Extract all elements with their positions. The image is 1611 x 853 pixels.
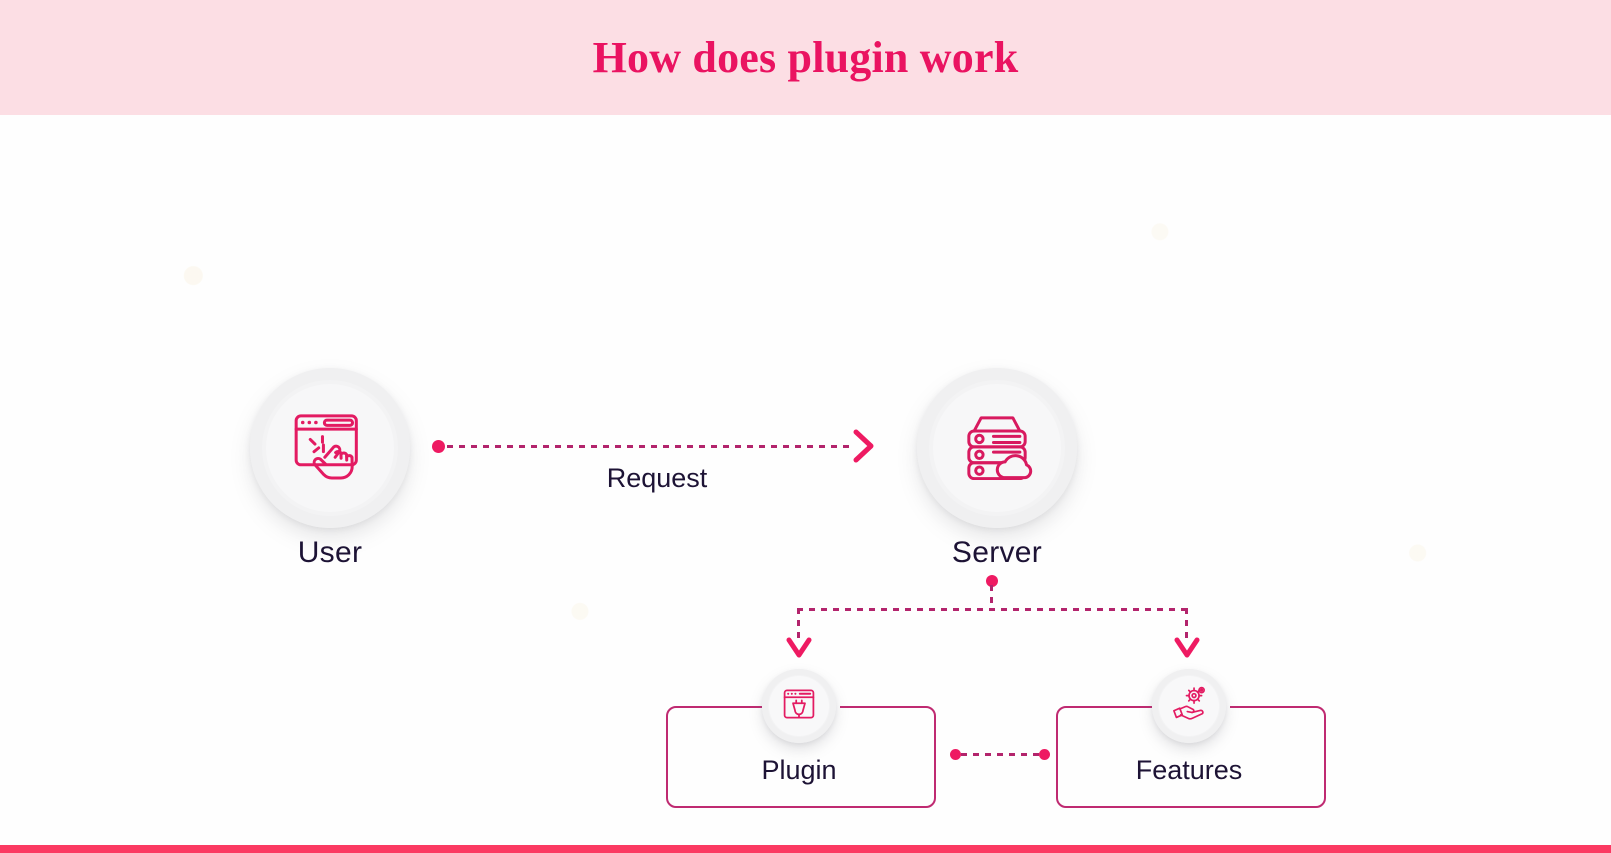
chevron-right-icon xyxy=(852,428,876,464)
hand-gears-icon xyxy=(1168,683,1210,730)
node-user[interactable]: User xyxy=(250,368,410,569)
request-connector-start-dot xyxy=(432,440,445,453)
branch-connector-start-dot xyxy=(986,575,998,587)
node-server-circle xyxy=(917,368,1077,528)
node-server[interactable]: Server xyxy=(917,368,1077,569)
node-server-label: Server xyxy=(951,536,1043,569)
request-connector-label: Request xyxy=(606,463,708,493)
plugin-features-link-line xyxy=(961,753,1040,756)
browser-plug-icon xyxy=(779,684,819,729)
page-banner: How does plugin work xyxy=(0,0,1611,115)
browser-click-hand-icon xyxy=(283,399,377,498)
chevron-down-icon-plugin xyxy=(786,637,812,659)
node-user-inner xyxy=(266,384,394,512)
node-features-badge-inner xyxy=(1159,676,1219,736)
node-plugin-badge-inner xyxy=(769,676,829,736)
server-rack-cloud-icon xyxy=(953,402,1041,495)
branch-connector-stem xyxy=(990,585,993,610)
node-user-circle xyxy=(250,368,410,528)
diagram-canvas: User xyxy=(0,115,1611,845)
node-features-label: Features xyxy=(1135,755,1243,785)
node-plugin-badge xyxy=(762,669,836,743)
chevron-down-icon-features xyxy=(1174,637,1200,659)
plugin-features-link-left-dot xyxy=(950,749,961,760)
bottom-accent-bar xyxy=(0,845,1611,853)
branch-connector-left-drop xyxy=(797,608,800,640)
branch-connector-right-drop xyxy=(1185,608,1188,640)
branch-connector-horizontal xyxy=(797,608,1188,611)
page-title: How does plugin work xyxy=(592,33,1019,82)
node-user-label: User xyxy=(297,536,363,569)
plugin-features-link-right-dot xyxy=(1039,749,1050,760)
node-server-inner xyxy=(933,384,1061,512)
node-plugin-label: Plugin xyxy=(761,755,837,785)
node-features-badge xyxy=(1152,669,1226,743)
request-connector-line xyxy=(447,445,852,448)
